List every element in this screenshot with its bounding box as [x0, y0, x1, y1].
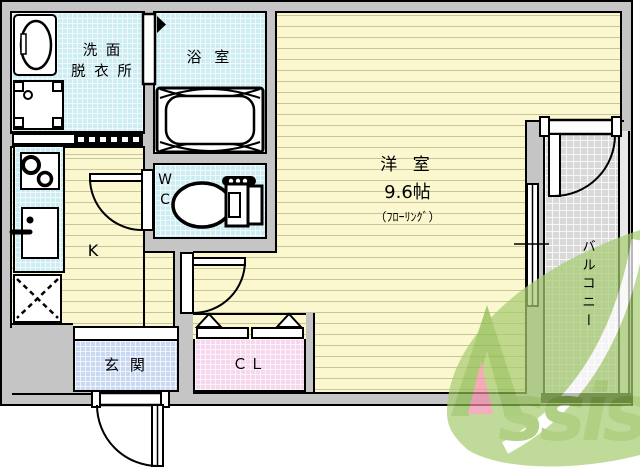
main-room-window: [526, 183, 539, 307]
refrigerator-space: [13, 274, 62, 323]
label-main-room: 洋 室 9.6帖 （ﾌﾛｰﾘﾝｸﾞ）: [374, 155, 441, 224]
wall-edge-bottom-left: [12, 393, 93, 395]
label-bathroom: 浴 室: [186, 48, 234, 66]
washer-pan: [13, 80, 64, 130]
room-entrance: [73, 341, 179, 392]
closet-right-wall: [306, 313, 315, 392]
sliding-door-panel: [14, 135, 74, 143]
room-kitchen-floor-lower: [145, 251, 175, 328]
label-wc: W C: [158, 172, 172, 208]
label-washroom: 洗 面 脱 衣 所: [71, 43, 134, 81]
sliding-door-opening: [78, 137, 140, 142]
label-balcony: バルコニー: [579, 238, 595, 332]
label-closet: ＣＬ: [232, 355, 267, 373]
balcony-right-rail: [618, 131, 630, 395]
closet-top-line: [193, 313, 315, 315]
label-kitchen: K: [87, 241, 99, 260]
closet-door-panel-left: [196, 327, 249, 339]
kitchen-sink: [21, 207, 59, 259]
wall-edge-balcony-top: [525, 120, 624, 122]
balcony-bottom-rail: [541, 393, 632, 403]
entrance-side-wall: [12, 323, 73, 392]
label-entrance: 玄 関: [104, 356, 148, 374]
entrance-step: [73, 326, 179, 341]
room-main-upper: [275, 11, 622, 122]
room-closet: [193, 339, 306, 392]
washbasin-unit: [13, 14, 57, 76]
closet-door-panel-right: [251, 327, 304, 339]
room-bathroom: [153, 11, 267, 154]
stove: [20, 152, 60, 190]
wall-edge: [275, 122, 277, 253]
